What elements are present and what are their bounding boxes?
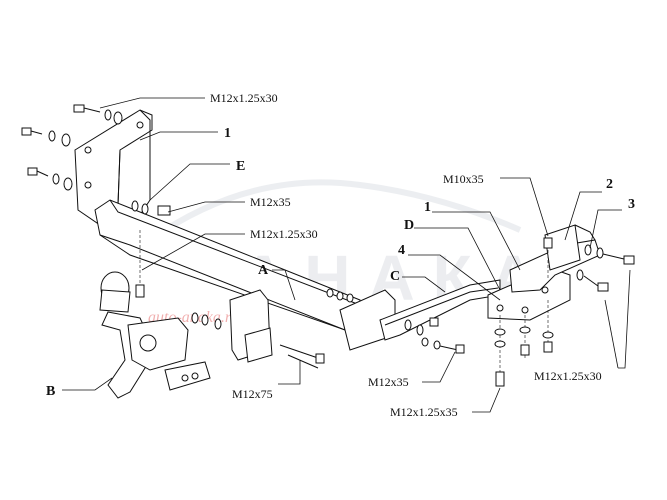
label-E: E	[236, 159, 245, 174]
label-1-left: 1	[224, 126, 231, 141]
label-A: A	[258, 263, 269, 278]
right-side-bracket	[509, 224, 601, 293]
label-2: 2	[606, 177, 613, 192]
label-m12x1-25x30-mid: M12x1.25x30	[250, 227, 318, 241]
label-D: D	[404, 218, 414, 233]
label-m12x1-25x30-right: M12x1.25x30	[534, 369, 602, 383]
label-m12x35-upper: M12x35	[250, 195, 291, 209]
label-B: B	[46, 384, 55, 399]
label-m12x1-25x35: M12x1.25x35	[390, 405, 458, 419]
label-m12x35-lower: M12x35	[368, 375, 409, 389]
label-m10x35: M10x35	[443, 172, 484, 186]
label-C: C	[390, 269, 400, 284]
label-4: 4	[398, 243, 405, 258]
leader-lines	[62, 97, 631, 413]
label-1-right: 1	[424, 200, 431, 215]
label-3: 3	[628, 197, 635, 212]
label-m12x75: M12x75	[232, 387, 273, 401]
part-labels: M12x1.25x30 1 E M12x35 M12x1.25x30 A B M…	[46, 91, 635, 419]
ball-mount-plates	[229, 289, 273, 363]
label-top-bolt: M12x1.25x30	[210, 91, 278, 105]
fastener-sets	[21, 104, 635, 387]
tow-ball-coupling	[99, 271, 211, 399]
